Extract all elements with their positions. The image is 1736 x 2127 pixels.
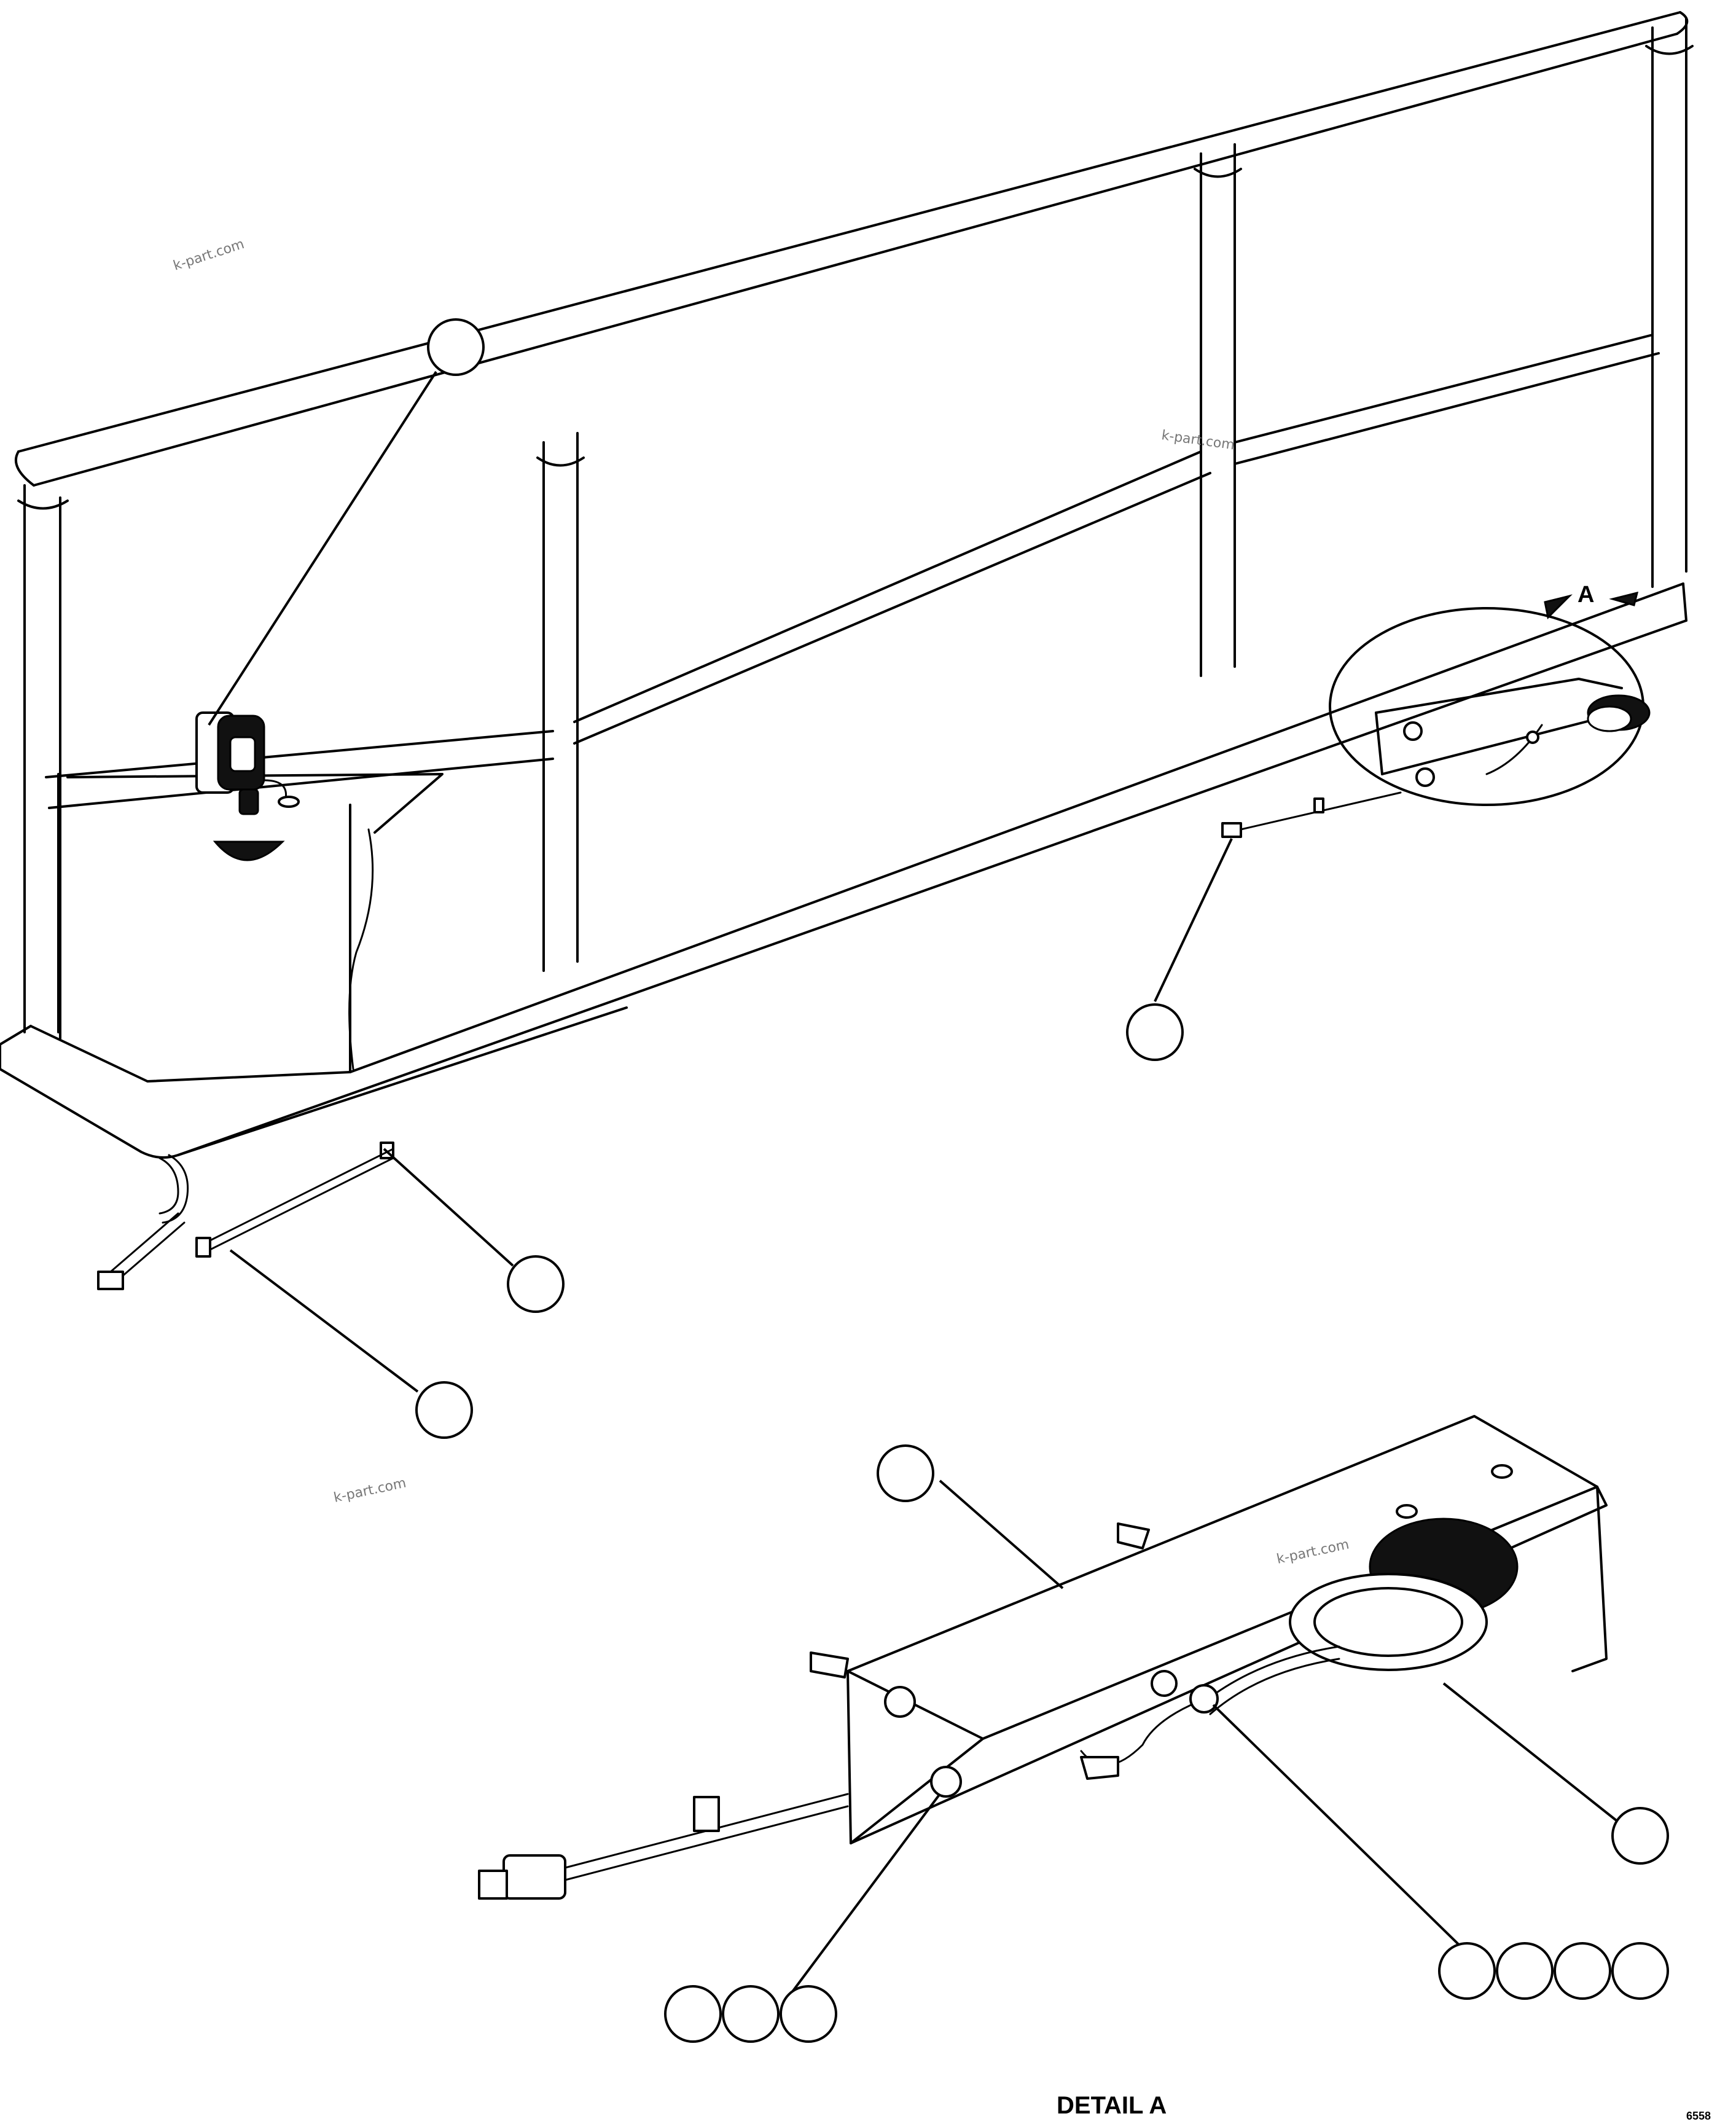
detail-a-view — [478, 1415, 1608, 1900]
lower-harness — [97, 1142, 394, 1290]
callout-bubble — [1126, 1003, 1184, 1061]
watermarks: k-part.com k-part.com k-part.com k-part.… — [171, 237, 1350, 1567]
callout-bubble — [507, 1255, 565, 1313]
callout-bubble — [1496, 1942, 1554, 2000]
drawing-code: 6558 — [1686, 2110, 1711, 2122]
watermark: k-part.com — [171, 237, 246, 274]
watermark: k-part.com — [1160, 428, 1235, 453]
detail-circle — [1221, 607, 1651, 838]
callout-bubble — [427, 318, 485, 376]
callout-bubble — [1438, 1942, 1496, 2000]
callout-bubbles — [415, 318, 1669, 2043]
callout-bubble — [415, 1381, 473, 1439]
leader-lines — [208, 370, 1623, 2001]
callout-bubble — [780, 1985, 837, 2043]
callout-bubble — [877, 1444, 934, 1502]
watermark: k-part.com — [332, 1476, 407, 1506]
callout-bubble — [664, 1985, 722, 2043]
section-view-marker: A — [1544, 582, 1639, 620]
callout-bubble — [1611, 1942, 1669, 2000]
callout-bubble — [1611, 1807, 1669, 1865]
callout-bubble — [1554, 1942, 1611, 2000]
work-light-platform — [195, 711, 300, 861]
callout-bubble — [722, 1985, 780, 2043]
detail-title: DETAIL A — [1057, 2092, 1167, 2119]
platform-guardrail — [0, 11, 1694, 1159]
section-label: A — [1578, 582, 1594, 608]
